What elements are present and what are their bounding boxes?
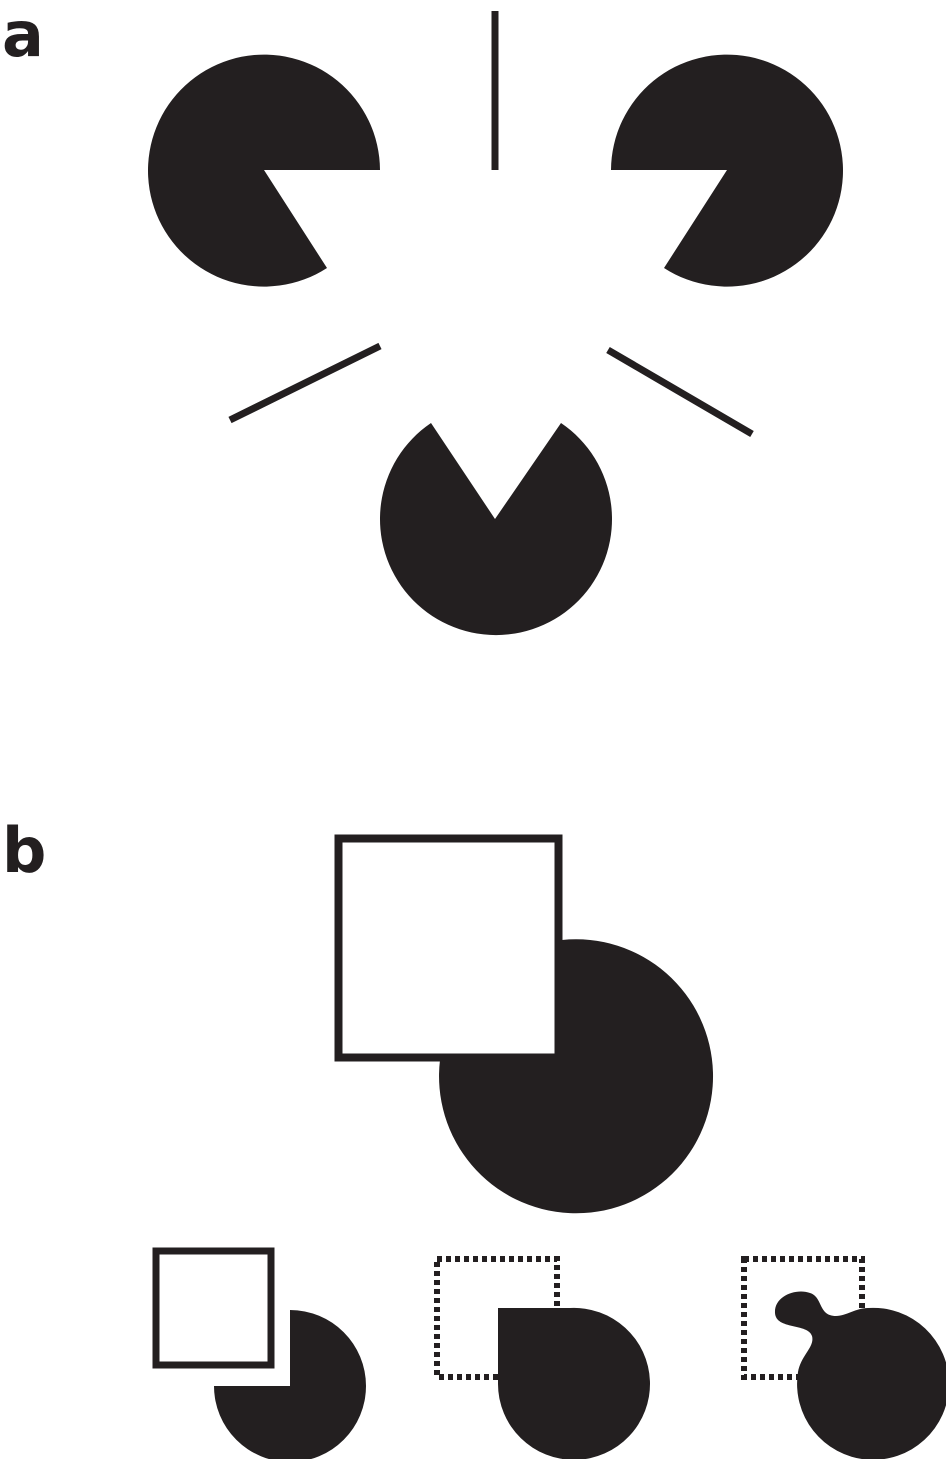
- pacman-top-right: [611, 54, 843, 287]
- panel-a-kanizsa-triangle: [148, 11, 843, 636]
- disk-with-quadrant-2: [498, 1307, 650, 1459]
- line-segment-right: [606, 346, 754, 438]
- panel-b-label: b: [2, 814, 47, 887]
- panel-a-label: a: [2, 0, 44, 71]
- occluding-square-large: [334, 834, 563, 1062]
- panel-b-occlusion: [152, 834, 946, 1459]
- occluded-disk-large: [439, 939, 714, 1214]
- pacman-top-left: [148, 54, 380, 287]
- line-segment-left: [228, 342, 382, 424]
- dotted-square-3: [741, 1256, 865, 1380]
- occluding-square-small-1: [152, 1247, 275, 1369]
- dotted-square-2: [434, 1256, 560, 1380]
- occluded-disk-small-1: [214, 1310, 366, 1459]
- pacman-bottom: [380, 423, 612, 636]
